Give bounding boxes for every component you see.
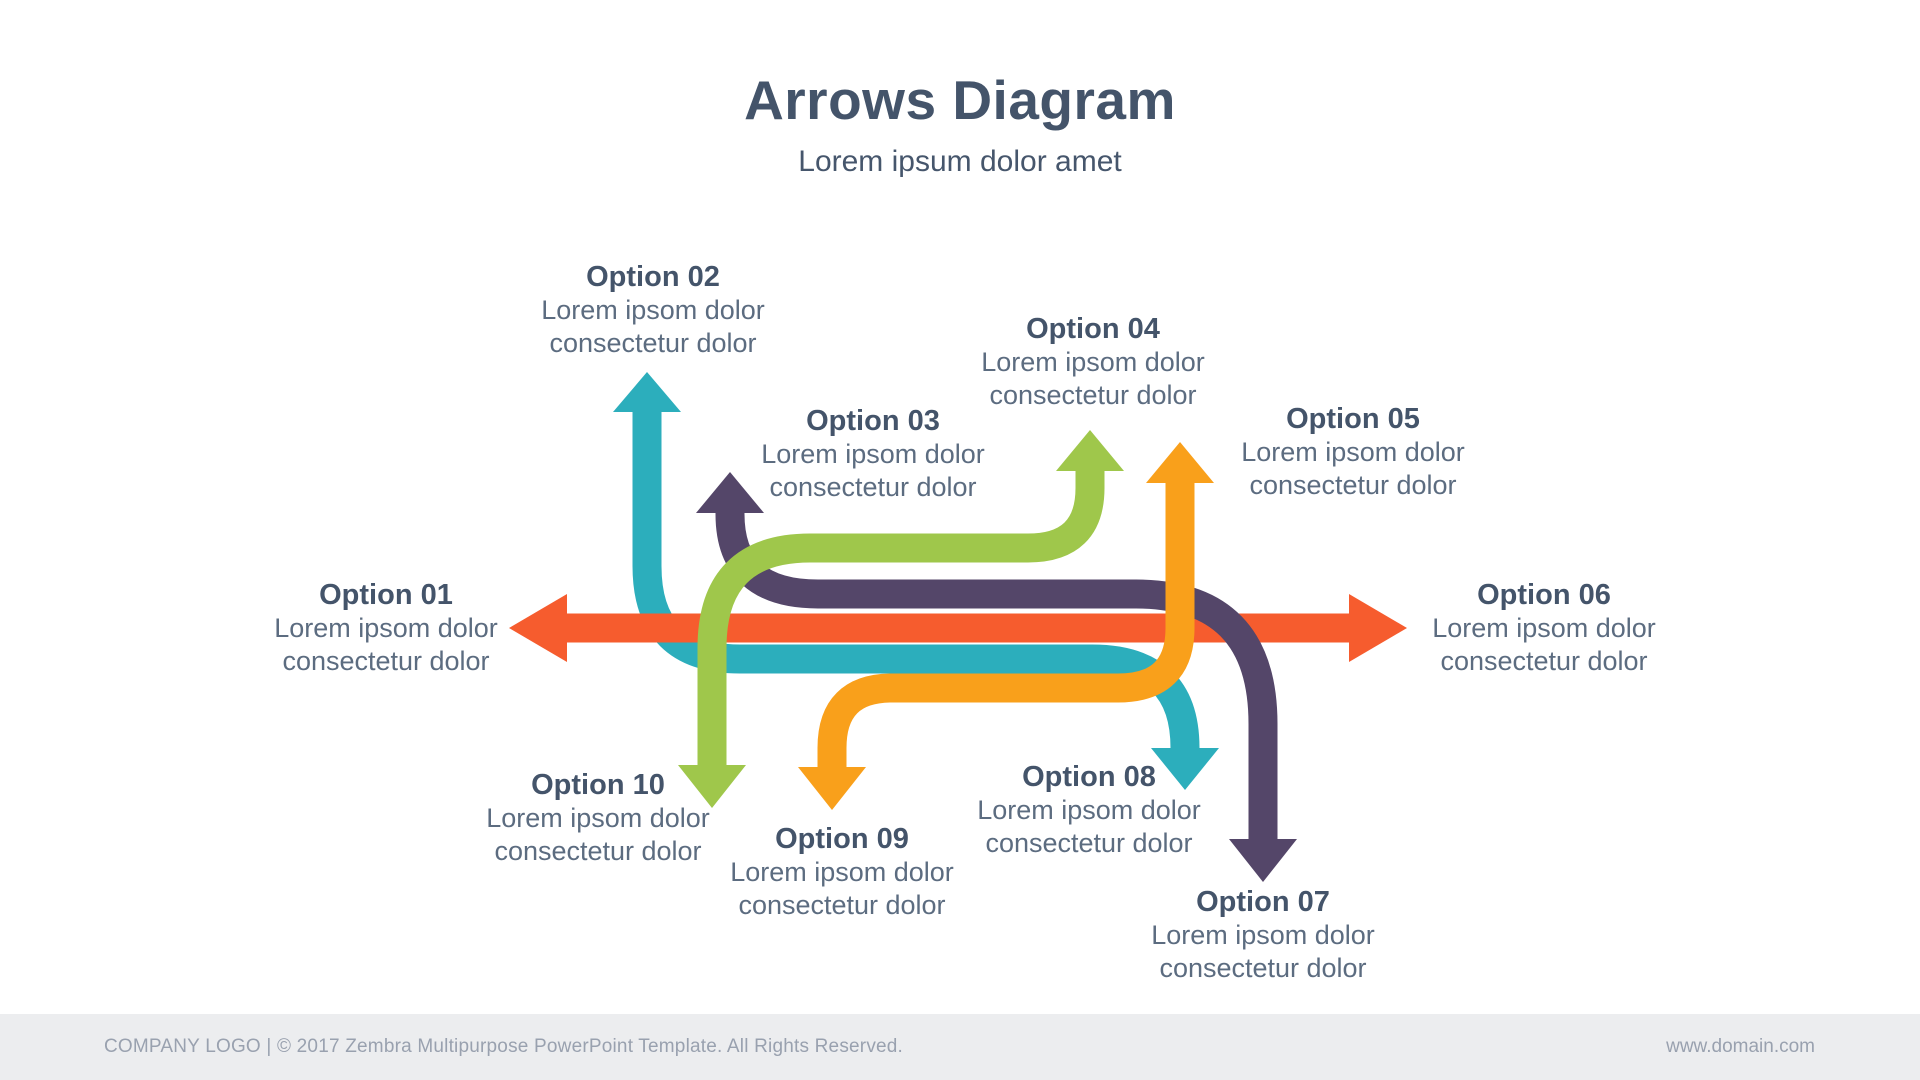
option-title: Option 10 bbox=[531, 769, 665, 801]
option-description-line2: consectetur dolor bbox=[1440, 646, 1648, 676]
option-label-09: Option 09 Lorem ipsom dolor consectetur … bbox=[730, 822, 954, 922]
pipe-orange-option01-option06-arrowhead bbox=[509, 594, 567, 662]
option-label-05: Option 05 Lorem ipsom dolor consectetur … bbox=[1241, 402, 1465, 502]
footer-copyright: COMPANY LOGO | © 2017 Zembra Multipurpos… bbox=[104, 1036, 904, 1057]
option-description-line1: Lorem ipsom dolor bbox=[977, 795, 1201, 825]
option-description-line1: Lorem ipsom dolor bbox=[1241, 437, 1465, 467]
option-description-line2: consectetur dolor bbox=[985, 828, 1193, 858]
option-title: Option 09 bbox=[775, 823, 909, 855]
option-title: Option 04 bbox=[1026, 313, 1160, 345]
option-title: Option 05 bbox=[1286, 403, 1420, 435]
pipe-orange-option01-option06-arrowhead bbox=[1349, 594, 1407, 662]
option-description-line1: Lorem ipsom dolor bbox=[761, 439, 985, 469]
footer-domain-link: www.domain.com bbox=[1666, 1036, 1815, 1057]
option-description-line1: Lorem ipsom dolor bbox=[981, 347, 1205, 377]
pipe-purple-option03-option07-arrowhead bbox=[1229, 839, 1297, 882]
option-description-line2: consectetur dolor bbox=[1249, 470, 1457, 500]
option-title: Option 06 bbox=[1477, 579, 1611, 611]
option-description-line2: consectetur dolor bbox=[494, 836, 702, 866]
pipe-amber-option05-option09-arrowhead bbox=[798, 767, 866, 810]
option-description-line1: Lorem ipsom dolor bbox=[1432, 613, 1656, 643]
option-title: Option 03 bbox=[806, 405, 940, 437]
pipe-teal-option02-option08-arrowhead bbox=[1151, 748, 1219, 790]
option-label-04: Option 04 Lorem ipsom dolor consectetur … bbox=[981, 312, 1205, 412]
option-label-02: Option 02 Lorem ipsom dolor consectetur … bbox=[541, 260, 765, 360]
page-title: Arrows Diagram bbox=[744, 69, 1176, 131]
option-title: Option 02 bbox=[586, 261, 720, 293]
pipe-green-option04-option10 bbox=[678, 430, 1124, 808]
pipe-teal-option02-option08-arrowhead bbox=[613, 372, 681, 412]
pipe-green-option04-option10-arrowhead bbox=[1056, 430, 1124, 471]
option-title: Option 08 bbox=[1022, 761, 1156, 793]
pipe-purple-option03-option07-arrowhead bbox=[696, 472, 764, 513]
option-description-line2: consectetur dolor bbox=[769, 472, 977, 502]
option-description-line1: Lorem ipsom dolor bbox=[1151, 920, 1375, 950]
option-label-01: Option 01 Lorem ipsom dolor consectetur … bbox=[274, 578, 498, 678]
option-label-07: Option 07 Lorem ipsom dolor consectetur … bbox=[1151, 885, 1375, 985]
option-description-line2: consectetur dolor bbox=[738, 890, 946, 920]
option-description-line2: consectetur dolor bbox=[1159, 953, 1367, 983]
pipe-amber-option05-option09 bbox=[798, 442, 1214, 810]
pipe-amber-option05-option09-arrowhead bbox=[1146, 442, 1214, 483]
option-description-line2: consectetur dolor bbox=[549, 328, 757, 358]
option-label-03: Option 03 Lorem ipsom dolor consectetur … bbox=[761, 404, 985, 504]
option-label-10: Option 10 Lorem ipsom dolor consectetur … bbox=[486, 768, 710, 868]
option-description-line1: Lorem ipsom dolor bbox=[486, 803, 710, 833]
option-title: Option 01 bbox=[319, 579, 453, 611]
option-label-08: Option 08 Lorem ipsom dolor consectetur … bbox=[977, 760, 1201, 860]
option-description-line2: consectetur dolor bbox=[282, 646, 490, 676]
footer-bar: COMPANY LOGO | © 2017 Zembra Multipurpos… bbox=[0, 1014, 1920, 1080]
option-title: Option 07 bbox=[1196, 886, 1330, 918]
option-description-line1: Lorem ipsom dolor bbox=[730, 857, 954, 887]
option-description-line1: Lorem ipsom dolor bbox=[541, 295, 765, 325]
option-description-line1: Lorem ipsom dolor bbox=[274, 613, 498, 643]
page-subtitle: Lorem ipsum dolor amet bbox=[798, 145, 1122, 178]
pipe-teal-option02-option08 bbox=[613, 372, 1219, 790]
option-label-06: Option 06 Lorem ipsom dolor consectetur … bbox=[1432, 578, 1656, 678]
pipe-green-option04-option10-arrowhead bbox=[678, 765, 746, 808]
option-description-line2: consectetur dolor bbox=[989, 380, 1197, 410]
